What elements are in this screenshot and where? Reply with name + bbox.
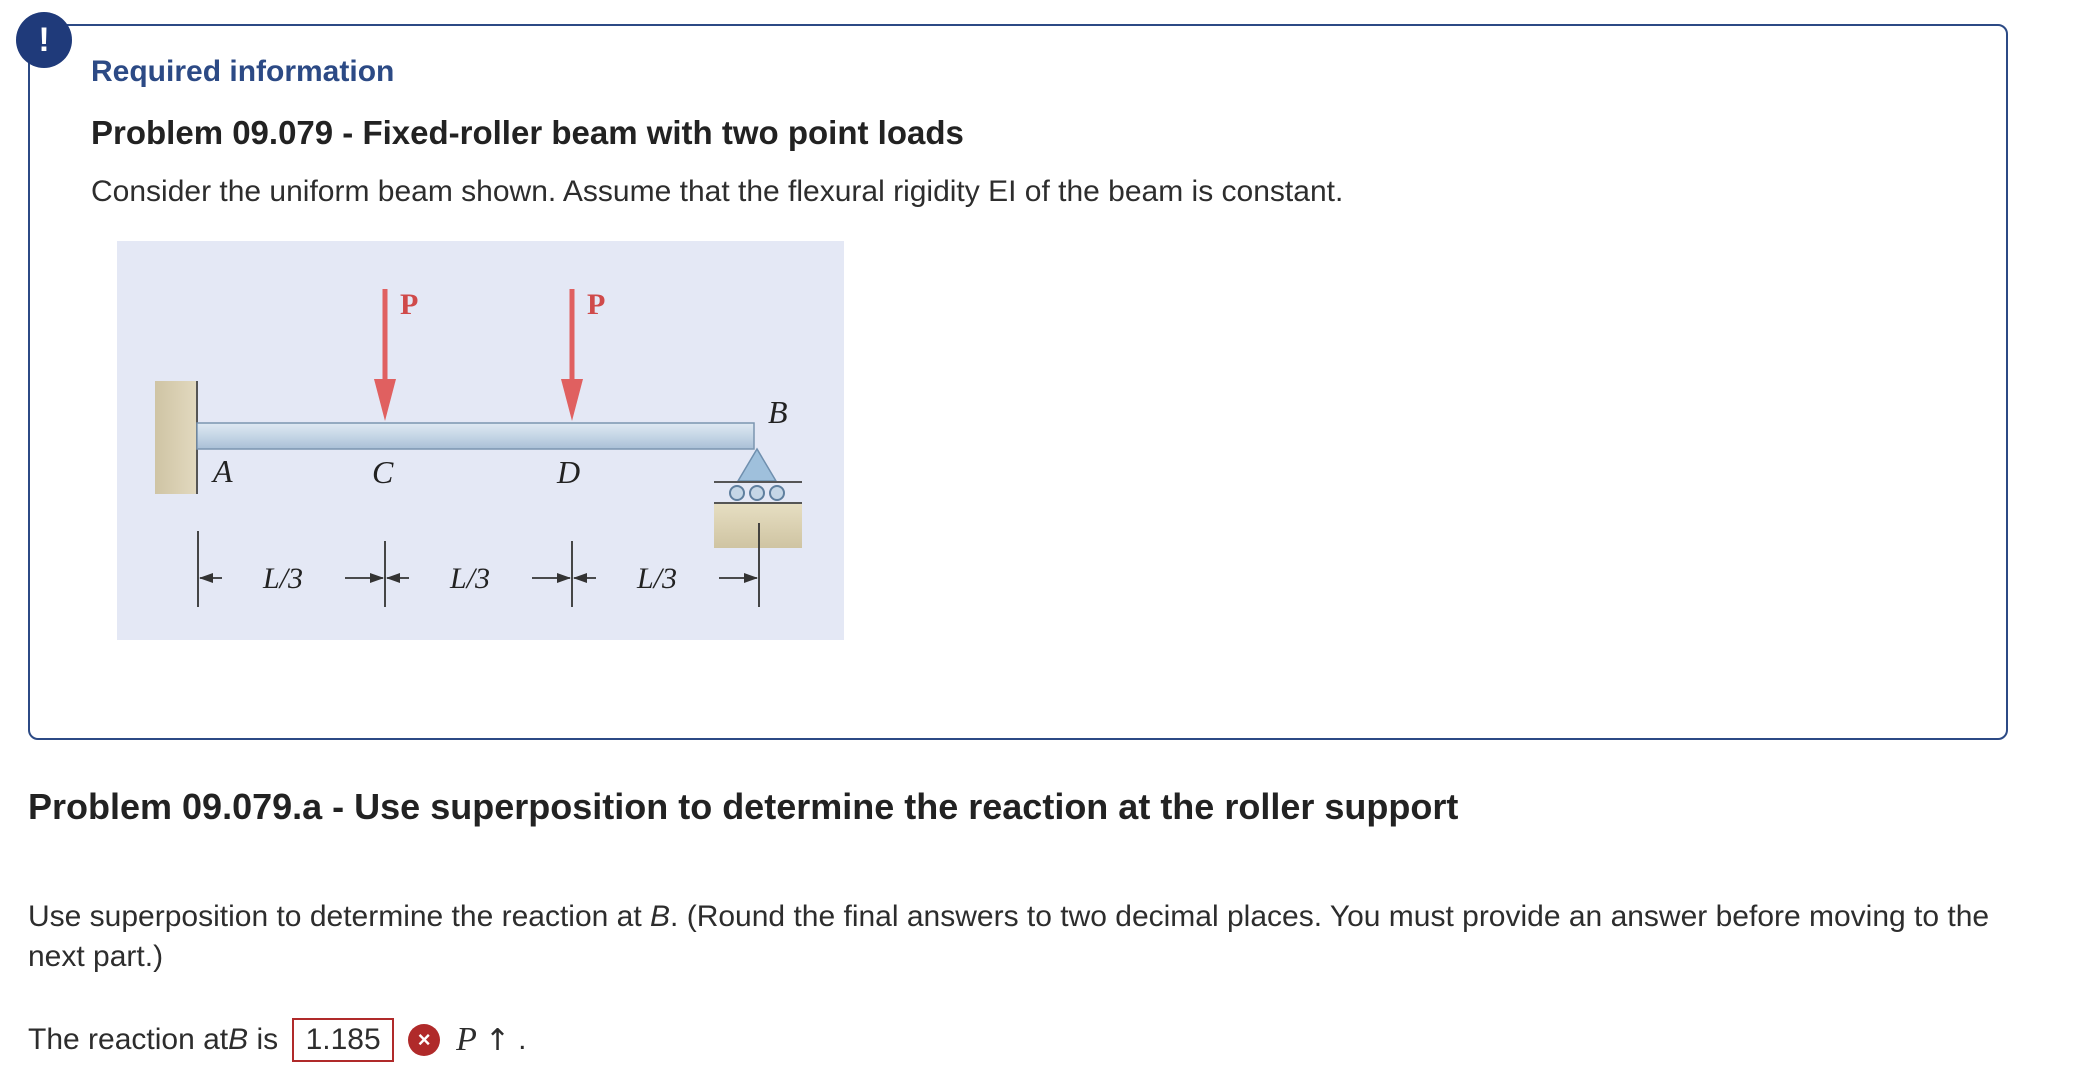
required-information-heading: Required information	[91, 55, 395, 88]
answer-unit: P	[456, 1021, 477, 1058]
point-label-a: A	[211, 453, 233, 489]
load-label-c: P	[400, 288, 418, 321]
part-instructions: Use superposition to determine the react…	[28, 897, 2028, 977]
problem-title: Problem 09.079 - Fixed-roller beam with …	[91, 114, 964, 151]
dimension-lines	[197, 523, 760, 607]
dimension-label-1: L/3	[262, 562, 303, 595]
roller-support	[714, 447, 802, 548]
incorrect-icon: ×	[408, 1024, 441, 1056]
answer-row: The reaction at B is × P ↑ .	[28, 1015, 526, 1065]
answer-period: .	[518, 1023, 527, 1056]
reaction-answer-input[interactable]	[292, 1018, 395, 1062]
dimension-label-2: L/3	[449, 562, 490, 595]
load-arrow-d	[561, 289, 583, 421]
beam-diagram: P P A C D B	[155, 288, 802, 607]
instruction-variable: B	[650, 900, 671, 933]
answer-prefix: The reaction at	[28, 1023, 229, 1056]
load-label-d: P	[587, 288, 605, 321]
point-label-c: C	[372, 454, 394, 490]
alert-icon: !	[16, 12, 72, 68]
answer-variable: B	[228, 1023, 249, 1056]
problem-description: Consider the uniform beam shown. Assume …	[91, 175, 1344, 208]
instruction-text-after: . (Round the final answers to two decima…	[28, 900, 1990, 973]
instruction-text-before: Use superposition to determine the react…	[28, 900, 651, 933]
arrow-up-icon: ↑	[484, 1022, 511, 1058]
beam-figure: P P A C D B	[117, 241, 844, 640]
answer-suffix: is	[248, 1023, 279, 1056]
part-title: Problem 09.079.a - Use superposition to …	[28, 786, 1459, 827]
dimension-label-3: L/3	[636, 562, 677, 595]
fixed-wall	[155, 381, 197, 494]
beam	[196, 422, 755, 450]
point-label-d: D	[556, 454, 580, 490]
point-label-b: B	[768, 394, 788, 430]
load-arrow-c	[374, 289, 396, 421]
